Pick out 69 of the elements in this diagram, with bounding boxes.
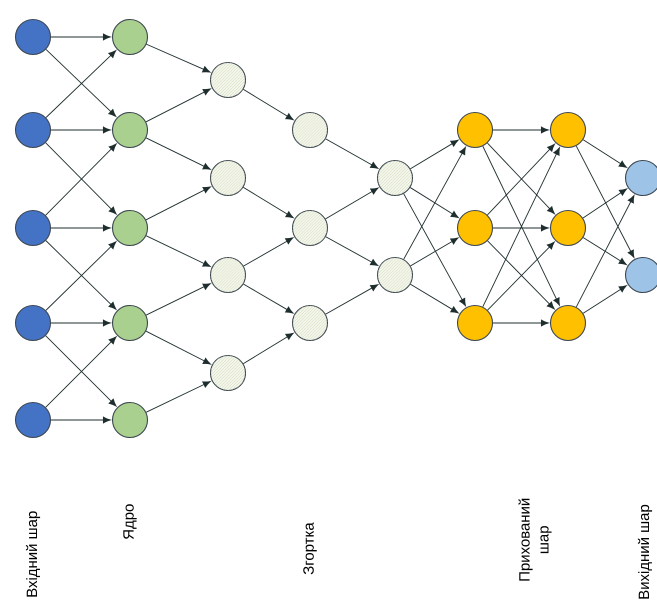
hidden-neuron: [550, 210, 586, 246]
arrow: [576, 195, 634, 308]
arrow: [582, 237, 627, 265]
hidden-neuron: [550, 304, 586, 342]
convolution-neuron: [210, 62, 246, 98]
convolution-neuron: [292, 304, 328, 342]
hidden-neuron: [456, 304, 494, 342]
arrow: [242, 186, 294, 218]
hidden-neuron: [456, 112, 494, 148]
convolution-neuron: [210, 160, 246, 196]
arrow: [410, 187, 459, 218]
arrow: [403, 146, 466, 260]
arrow: [325, 284, 378, 315]
arrow: [50, 224, 111, 232]
arrow: [582, 285, 627, 314]
convolution-neuron: [210, 256, 246, 294]
hidden-neuron: [550, 112, 586, 148]
arrow: [50, 416, 111, 424]
kernel-neuron: [112, 210, 148, 246]
arrow: [146, 186, 211, 220]
arrow: [146, 381, 211, 413]
arrow: [325, 138, 378, 169]
input-neuron: [14, 304, 52, 342]
arrow: [243, 284, 294, 314]
arrow: [410, 238, 458, 266]
input-neuron: [14, 210, 52, 246]
arrow: [146, 88, 211, 122]
arrow: [325, 188, 378, 220]
layer-label: Згортка: [303, 522, 317, 574]
arrow: [50, 126, 111, 134]
arrow: [492, 224, 549, 232]
arrow: [403, 193, 466, 306]
convolution-neuron: [292, 112, 328, 148]
layer-label: Ядро: [123, 504, 137, 540]
kernel-neuron: [112, 112, 148, 148]
convolution-neuron: [376, 160, 414, 196]
layer-label: Вихідний шар: [638, 504, 652, 599]
arrow: [146, 137, 211, 170]
kernel-neuron: [112, 402, 148, 438]
arrow: [146, 283, 211, 316]
arrow: [582, 188, 628, 218]
arrow: [492, 126, 549, 134]
arrow: [410, 140, 459, 170]
arrow: [576, 146, 634, 258]
layer-label: Вхідний шар: [26, 511, 40, 597]
arrow: [242, 332, 294, 364]
arrow: [410, 284, 459, 314]
kernel-neuron: [112, 304, 148, 342]
output-neuron: [624, 256, 657, 294]
convolution-neuron: [210, 354, 246, 392]
input-neuron: [14, 402, 52, 438]
input-neuron: [14, 18, 52, 56]
output-neuron: [624, 160, 657, 196]
layer-label: Прихований шар: [518, 498, 552, 581]
arrow: [50, 34, 111, 40]
arrow: [492, 320, 549, 326]
convolution-neuron: [292, 210, 328, 246]
input-neuron: [14, 112, 52, 148]
arrow: [582, 139, 627, 168]
convolution-neuron: [376, 256, 414, 294]
kernel-neuron: [112, 18, 148, 56]
arrow: [146, 330, 211, 364]
arrow: [243, 237, 294, 266]
arrow: [146, 235, 211, 267]
arrow: [242, 88, 294, 120]
arrow: [146, 44, 210, 73]
hidden-neuron: [456, 210, 494, 246]
arrow: [50, 320, 111, 326]
arrow: [325, 236, 378, 266]
